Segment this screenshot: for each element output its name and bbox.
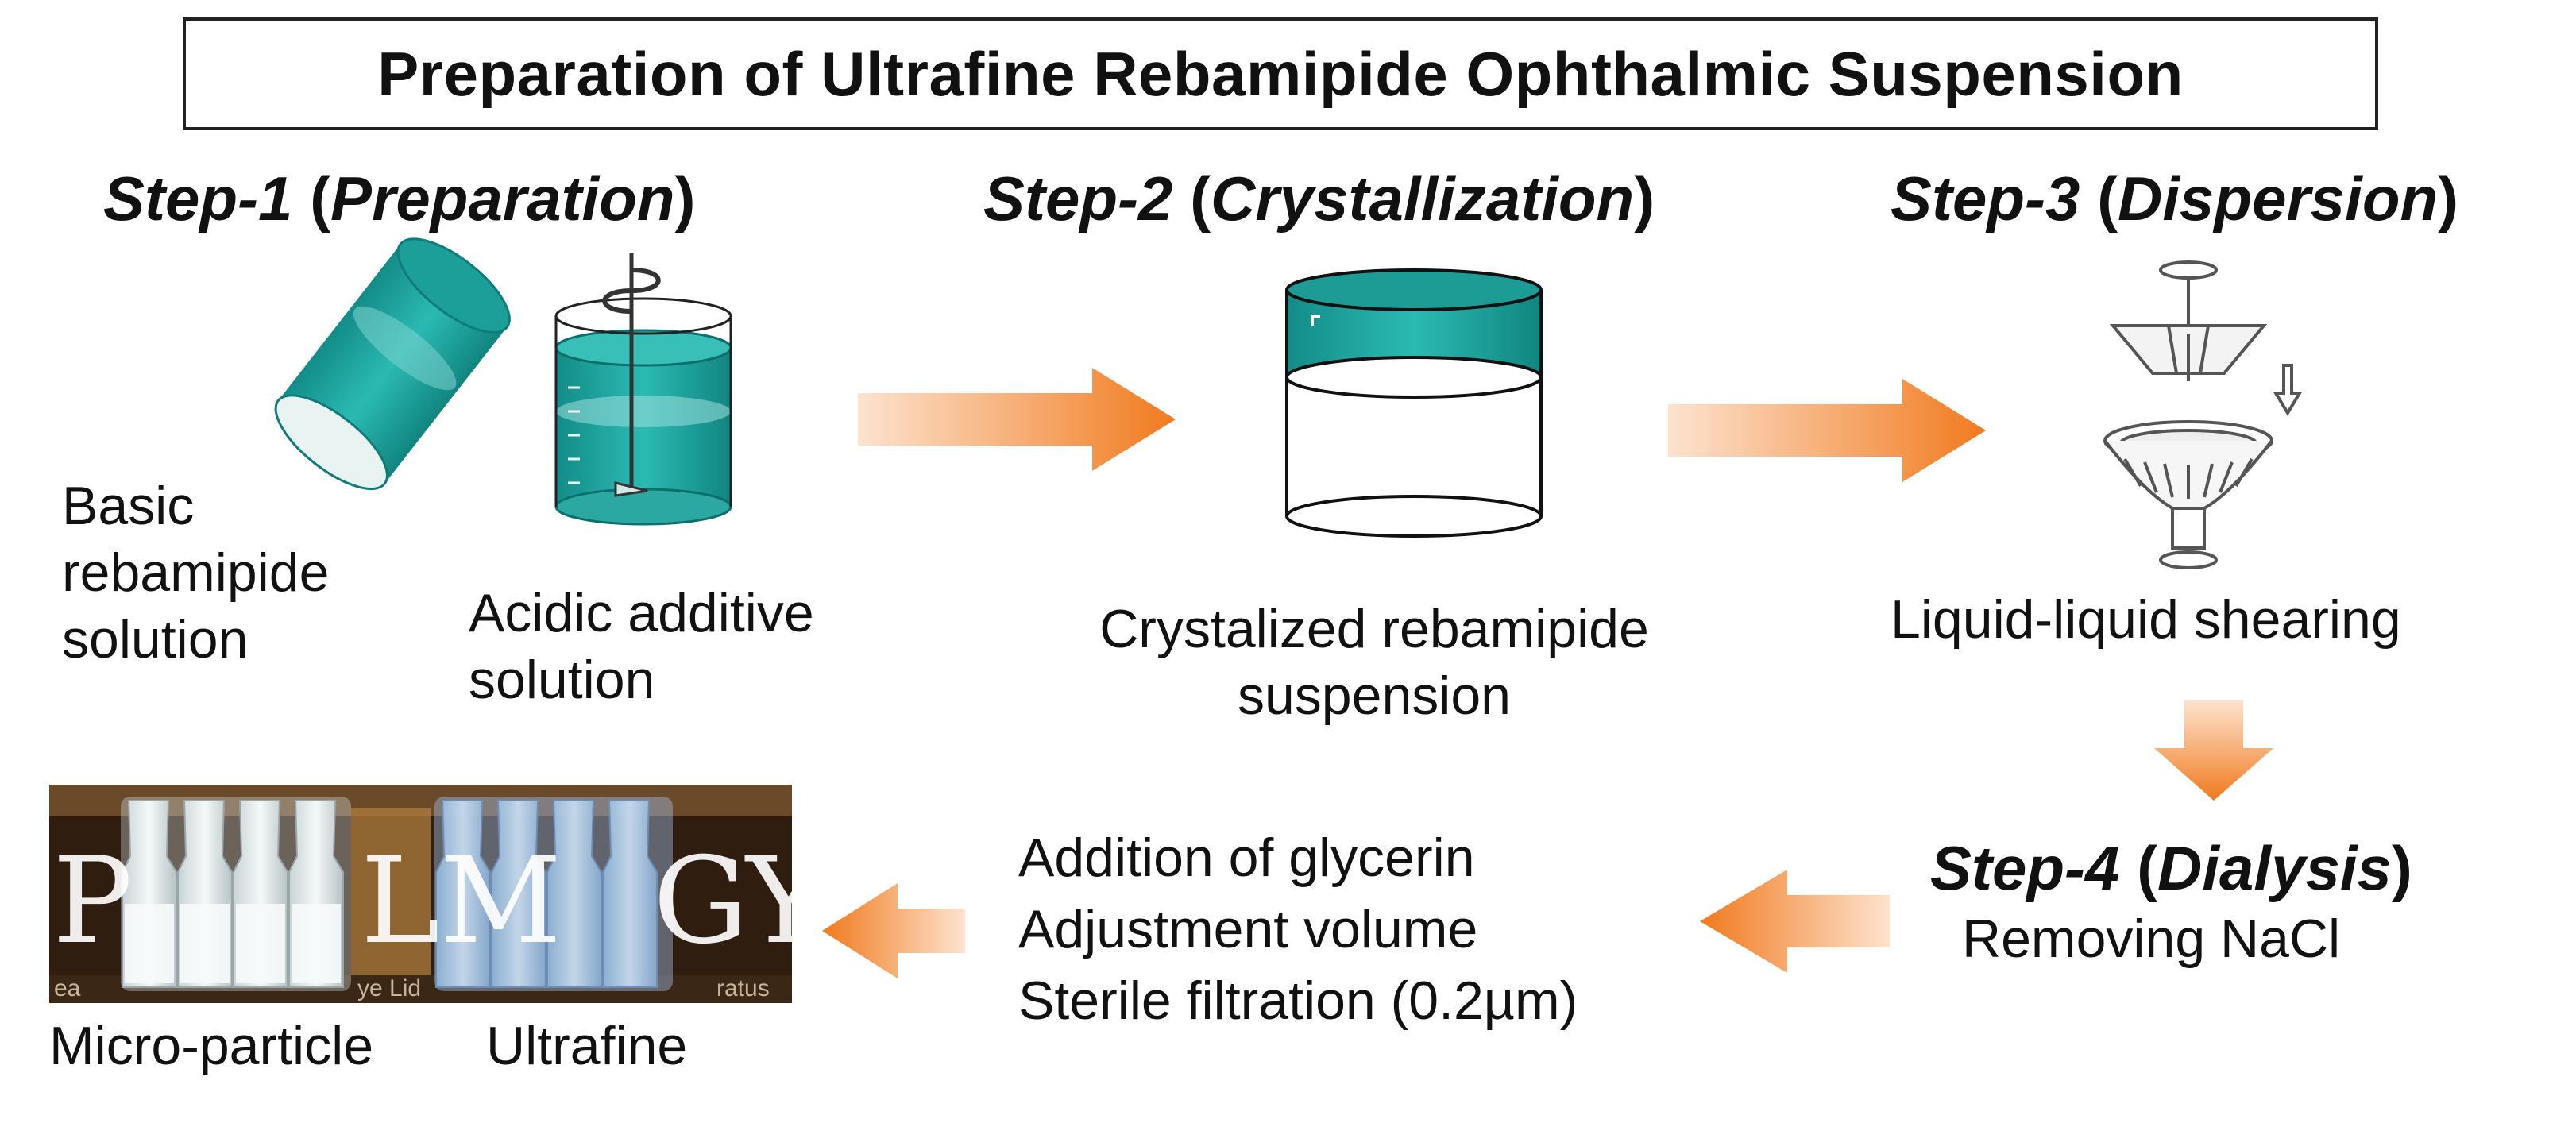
- step-4-paren-close: ): [2391, 833, 2412, 903]
- vials-photo-backdrop: [49, 785, 792, 1003]
- step-2-paren-close: ): [1634, 164, 1655, 233]
- step-4-header: Step-4 (Dialysis): [1930, 832, 2412, 905]
- vials-photo: P LM GY ea ye Lid ratus: [49, 785, 792, 1003]
- micro-particle-label: Micro-particle: [49, 1016, 374, 1076]
- crystalized-line-1: Crystalized rebamipide: [1099, 599, 1649, 659]
- final-step-glycerin: Addition of glycerin: [1018, 828, 1475, 888]
- backdrop-small-1: ea: [54, 975, 81, 1001]
- arrow-right-icon: [1668, 379, 1986, 482]
- final-steps-list: Addition of glycerin Adjustment volume S…: [1018, 822, 1578, 1036]
- basic-solution-label: Basic rebamipide solution: [62, 473, 329, 673]
- basic-solution-line-2: rebamipide: [62, 542, 330, 603]
- step-3-paren-close: ): [2438, 164, 2459, 233]
- backdrop-small-2: ye Lid: [357, 975, 422, 1001]
- removing-label: Removing NaCl: [1962, 909, 2341, 969]
- crystalized-label: Crystalized rebamipide suspension: [1017, 596, 1732, 729]
- final-step-volume: Adjustment volume: [1018, 899, 1478, 959]
- step-4-name: Dialysis: [2157, 833, 2392, 903]
- bottle-icon: [274, 237, 511, 490]
- backdrop-small-3: ratus: [716, 975, 770, 1001]
- step-1-paren-close: ): [674, 164, 696, 233]
- step-1-name: Preparation: [330, 164, 675, 233]
- step-3-label: Step-3: [1890, 164, 2080, 233]
- arrow-left-icon: [822, 883, 965, 978]
- arrow-left-icon: [1700, 870, 1890, 973]
- arrow-down-icon: [2154, 700, 2273, 801]
- step-2-name: Crystallization: [1211, 164, 1635, 233]
- backdrop-letter-gy: GY: [653, 832, 792, 971]
- acidic-solution-line-2: solution: [469, 650, 655, 710]
- crystallization-beaker-icon: [1285, 268, 1543, 538]
- step-1-header: Step-1 (Preparation): [103, 163, 696, 235]
- shearing-label: Liquid-liquid shearing: [1890, 589, 2401, 650]
- ultrafine-label: Ultrafine: [486, 1016, 688, 1076]
- backdrop-letter-p: P: [52, 832, 133, 971]
- homogenizer-icon: [2103, 260, 2303, 569]
- step-3-name: Dispersion: [2118, 164, 2439, 233]
- crystalized-line-2: suspension: [1237, 666, 1512, 726]
- basic-solution-line-3: solution: [62, 609, 249, 670]
- step-1-label: Step-1: [103, 164, 293, 233]
- stirred-beaker-icon: [554, 253, 732, 526]
- step-2-header: Step-2 (Crystallization): [983, 163, 1655, 235]
- backdrop-letter-lm: LM: [361, 832, 562, 971]
- step-2-label: Step-2: [983, 164, 1173, 233]
- final-step-filtration: Sterile filtration (0.2µm): [1018, 971, 1578, 1031]
- diagram-title: Preparation of Ultrafine Rebamipide Opht…: [183, 17, 2378, 130]
- step-3-paren-open: (: [2097, 164, 2118, 233]
- step-2-paren-open: (: [1190, 164, 1211, 233]
- step-4-label: Step-4: [1930, 833, 2120, 903]
- step-1-paren-open: (: [310, 164, 331, 233]
- acidic-solution-line-1: Acidic additive: [469, 583, 814, 643]
- step-4-paren-open: (: [2137, 833, 2158, 903]
- step-3-header: Step-3 (Dispersion): [1890, 163, 2458, 235]
- acidic-solution-label: Acidic additive solution: [469, 580, 814, 713]
- basic-solution-line-1: Basic: [62, 476, 195, 536]
- arrow-right-icon: [858, 368, 1176, 471]
